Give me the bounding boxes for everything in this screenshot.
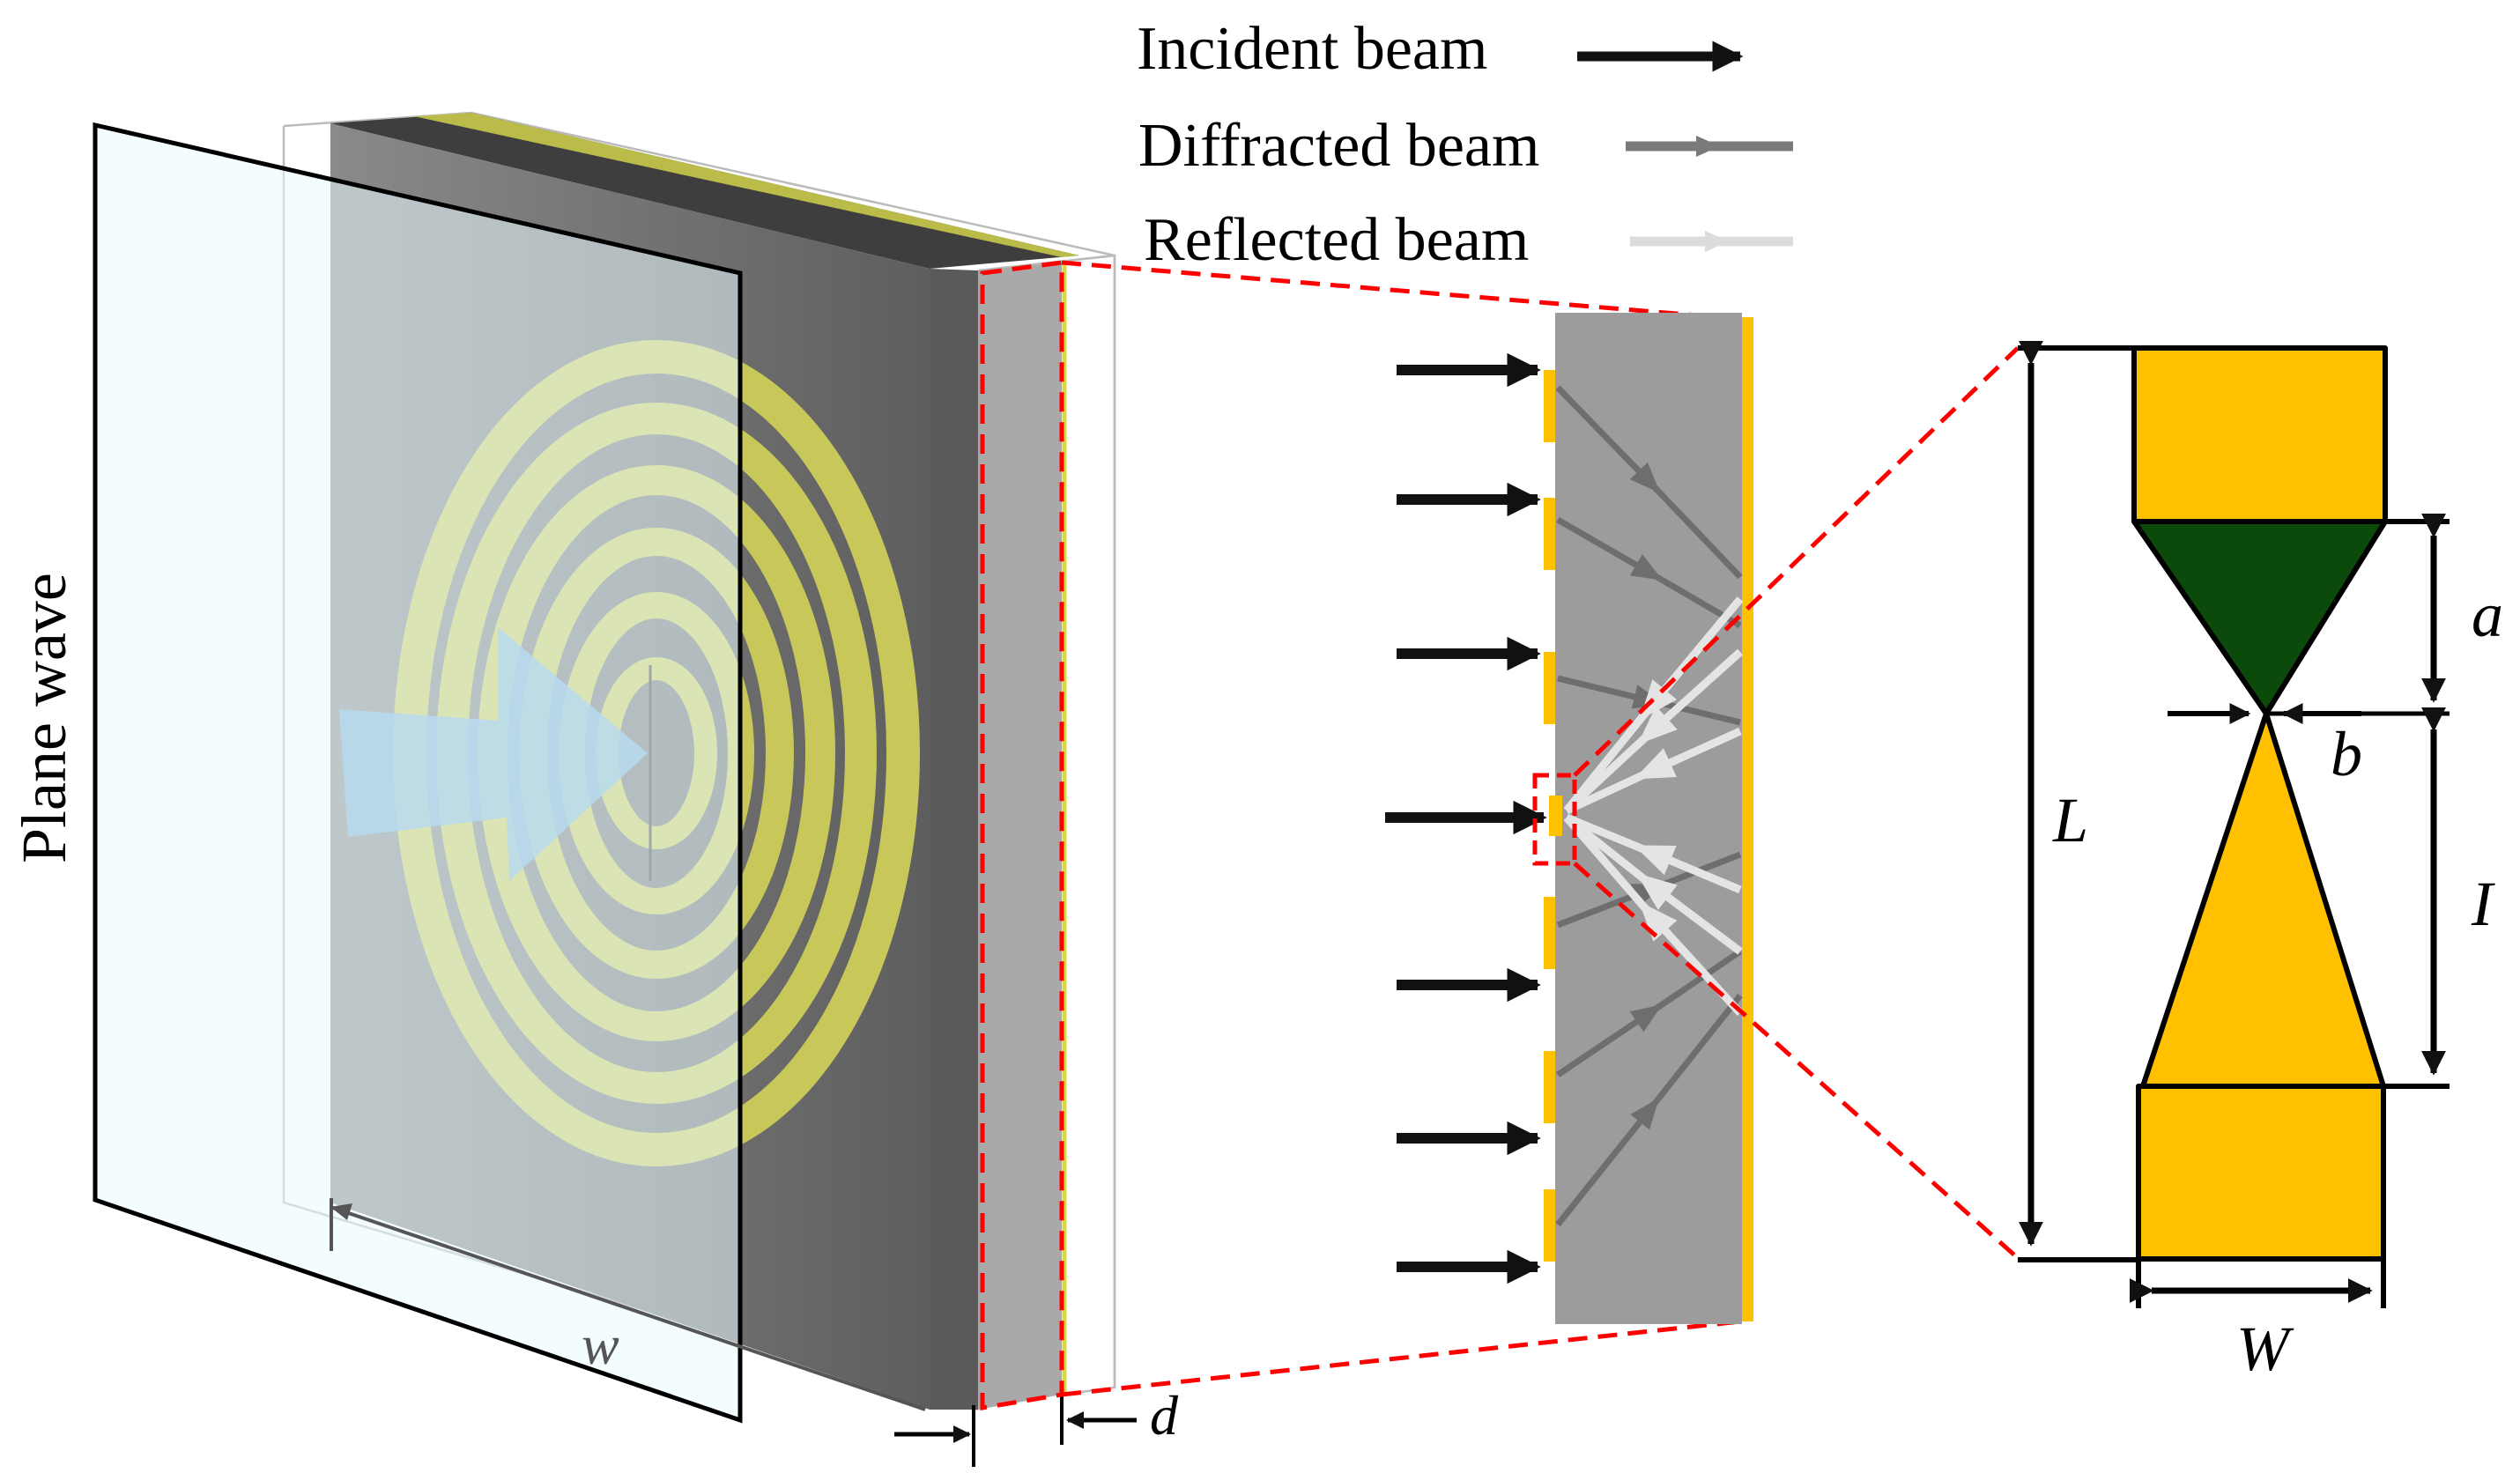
legend-reflected-label: Reflected beam xyxy=(1144,206,1529,274)
L-dimension xyxy=(2018,340,2138,1262)
unit-cell-selection-box xyxy=(1532,773,1577,866)
a-label: a xyxy=(2472,580,2503,650)
legend: Incident beam Diffracted beam Reflected … xyxy=(1137,15,1793,274)
legend-incident-label: Incident beam xyxy=(1137,15,1487,83)
lower-pad xyxy=(2136,1084,2386,1262)
cross-section xyxy=(1385,313,1753,1324)
b-label: b xyxy=(2331,719,2362,789)
device-3d: w d Plane wave xyxy=(9,111,1179,1467)
W-dimension xyxy=(2129,1260,2386,1308)
substrate-side xyxy=(978,263,1062,1410)
zoom-lines-1 xyxy=(980,260,1741,1410)
L-label: L xyxy=(2052,785,2088,855)
slab-top-face xyxy=(330,113,1079,269)
legend-diffracted-label: Diffracted beam xyxy=(1138,112,1539,180)
metasurface-elements xyxy=(1544,370,1562,1262)
unit-cell xyxy=(2131,345,2388,1262)
upper-pad xyxy=(2131,345,2388,524)
I-label: I xyxy=(2471,869,2495,939)
plane-wave-label: Plane wave xyxy=(9,573,79,863)
incident-arrows xyxy=(1385,352,1547,1284)
W-label: W xyxy=(2236,1314,2294,1384)
gold-ground-plane xyxy=(1742,317,1753,1321)
w-label: w xyxy=(582,1314,619,1376)
gold-top-strip xyxy=(414,113,1079,257)
substrate-section xyxy=(1555,313,1742,1324)
slab-side-face xyxy=(930,269,978,1410)
d-label: d xyxy=(1150,1384,1179,1447)
w-dimension-line xyxy=(330,1205,926,1411)
I-dimension xyxy=(2383,707,2450,1089)
reflected-beams xyxy=(1563,596,1744,1017)
zoom-lines-2 xyxy=(1573,346,2020,1260)
incident-wave-arrow xyxy=(339,627,648,881)
upper-triangle xyxy=(2131,519,2388,716)
